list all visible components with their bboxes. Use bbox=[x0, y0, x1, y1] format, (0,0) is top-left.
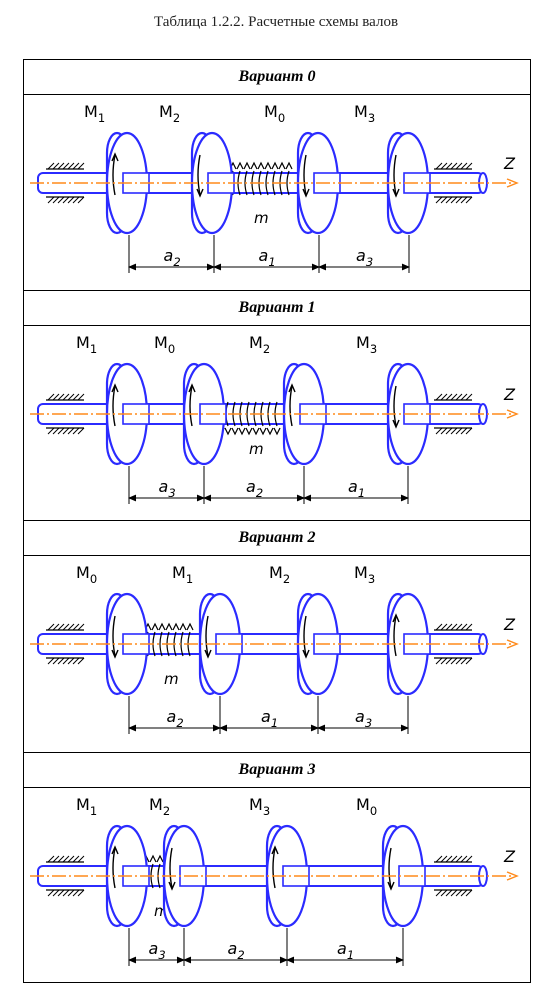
moment-arrow bbox=[303, 615, 307, 657]
support-right bbox=[434, 855, 473, 897]
span-label-2: a2 bbox=[246, 477, 263, 500]
span-label-2: a1 bbox=[261, 707, 278, 730]
span-label-2: a2 bbox=[228, 939, 245, 962]
variant-0-title: Вариант 0 bbox=[24, 60, 530, 95]
moment-label-3: M2 bbox=[249, 333, 270, 356]
support-left bbox=[46, 855, 85, 897]
support-right bbox=[434, 162, 473, 204]
axis-arrow bbox=[506, 409, 519, 419]
moment-label-2: M2 bbox=[159, 102, 180, 125]
moment-arrow bbox=[169, 847, 173, 889]
axis-arrow bbox=[506, 871, 519, 881]
moment-label-1: M1 bbox=[84, 102, 105, 125]
span-label-3: a1 bbox=[337, 939, 354, 962]
moment-label-3: M0 bbox=[264, 102, 285, 125]
disk-3 bbox=[265, 824, 310, 928]
axis-label: Z bbox=[503, 847, 516, 866]
support-left bbox=[46, 393, 85, 435]
support-left bbox=[46, 162, 85, 204]
moment-arrow bbox=[303, 154, 307, 196]
moment-arrow bbox=[205, 615, 209, 657]
span-label-3: a1 bbox=[348, 477, 365, 500]
variant-3-title: Вариант 3 bbox=[24, 753, 530, 788]
axis-label: Z bbox=[503, 615, 516, 634]
moment-arrow bbox=[388, 847, 392, 889]
moment-arrow bbox=[112, 385, 116, 427]
span-label-3: a3 bbox=[356, 246, 373, 269]
moment-label-2: M0 bbox=[154, 333, 175, 356]
moment-label-1: M1 bbox=[76, 795, 97, 818]
moment-label-3: M3 bbox=[249, 795, 270, 818]
moment-arrow bbox=[197, 154, 201, 196]
axis-label: Z bbox=[503, 154, 516, 173]
moment-label-1: M1 bbox=[76, 333, 97, 356]
moment-arrow bbox=[393, 385, 397, 427]
moment-arrow bbox=[112, 847, 116, 889]
distributed-moment-label: m bbox=[249, 440, 264, 458]
variant-1-title: Вариант 1 bbox=[24, 291, 530, 326]
moment-arrow bbox=[393, 615, 397, 657]
moment-label-2: M1 bbox=[172, 563, 193, 586]
moment-label-3: M2 bbox=[269, 563, 290, 586]
axis-arrow bbox=[506, 178, 519, 188]
disk-2 bbox=[182, 362, 227, 466]
table-caption: Таблица 1.2.2. Расчетные схемы валов bbox=[153, 14, 399, 30]
moment-arrow bbox=[393, 154, 397, 196]
moment-arrow bbox=[272, 847, 276, 889]
moment-label-4: M3 bbox=[354, 102, 375, 125]
moment-label-4: M3 bbox=[356, 333, 377, 356]
distributed-moment-label: m bbox=[254, 209, 269, 227]
span-label-1: a3 bbox=[159, 477, 176, 500]
moment-arrow bbox=[112, 154, 116, 196]
distributed-moment-label: m bbox=[164, 670, 179, 688]
variant-2-title: Вариант 2 bbox=[24, 521, 530, 556]
support-left bbox=[46, 623, 85, 665]
moment-label-4: M3 bbox=[354, 563, 375, 586]
moment-label-1: M0 bbox=[76, 563, 97, 586]
support-right bbox=[434, 623, 473, 665]
span-label-2: a1 bbox=[259, 246, 276, 269]
moment-label-2: M2 bbox=[149, 795, 170, 818]
disk-4 bbox=[381, 824, 426, 928]
span-label-1: a2 bbox=[167, 707, 184, 730]
moment-label-4: M0 bbox=[356, 795, 377, 818]
moment-arrow bbox=[189, 385, 193, 427]
moment-arrow bbox=[112, 615, 116, 657]
axis-label: Z bbox=[503, 385, 516, 404]
span-label-1: a2 bbox=[164, 246, 181, 269]
axis-arrow bbox=[506, 639, 519, 649]
span-label-1: a3 bbox=[149, 939, 166, 962]
span-label-3: a3 bbox=[355, 707, 372, 730]
support-right bbox=[434, 393, 473, 435]
moment-arrow bbox=[289, 385, 293, 427]
